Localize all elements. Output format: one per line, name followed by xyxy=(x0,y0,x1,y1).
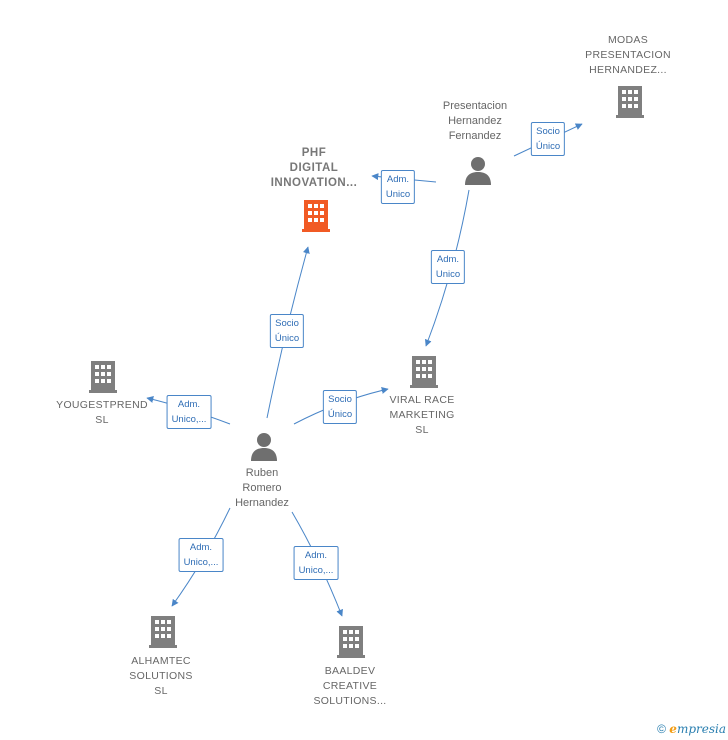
node-label-ruben[interactable]: Ruben Romero Hernandez xyxy=(235,467,289,509)
node-label-modas[interactable]: MODAS PRESENTACION HERNANDEZ... xyxy=(585,34,671,76)
node-label-presentacion[interactable]: Presentacion Hernandez Fernandez xyxy=(442,100,508,142)
edge-label-ruben-baaldev: Adm. Unico,... xyxy=(293,546,339,580)
edge-label-pres-modas: Socio Único xyxy=(530,122,566,156)
edge-label-pres-viral: Adm. Unico xyxy=(430,250,466,284)
person-icon xyxy=(462,154,494,191)
brand-logo: empresia xyxy=(669,722,726,736)
edge-label-pres-phf: Adm. Unico xyxy=(380,170,416,204)
building-icon xyxy=(87,359,119,398)
node-label-baaldev[interactable]: BAALDEV CREATIVE SOLUTIONS... xyxy=(313,665,387,707)
building-icon xyxy=(335,624,367,663)
person-icon xyxy=(248,430,280,467)
building-icon xyxy=(614,84,646,123)
node-label-viral[interactable]: VIRAL RACE MARKETING SL xyxy=(389,394,455,436)
node-label-phf[interactable]: PHF DIGITAL INNOVATION... xyxy=(270,147,358,189)
copyright-icon: © xyxy=(657,722,666,736)
footer-brand[interactable]: © empresia xyxy=(657,722,726,736)
edge-label-ruben-yougest: Adm. Unico,... xyxy=(166,395,212,429)
edge-label-ruben-alhamtec: Adm. Unico,... xyxy=(178,538,224,572)
building-icon-highlight xyxy=(300,198,332,237)
building-icon xyxy=(408,354,440,393)
building-icon xyxy=(147,614,179,653)
edge-label-ruben-viral: Socio Único xyxy=(322,390,358,424)
node-label-yougest[interactable]: YOUGESTPREND SL xyxy=(56,399,148,426)
node-label-alhamtec[interactable]: ALHAMTEC SOLUTIONS SL xyxy=(129,655,193,697)
edge-label-ruben-phf: Socio Único xyxy=(269,314,305,348)
